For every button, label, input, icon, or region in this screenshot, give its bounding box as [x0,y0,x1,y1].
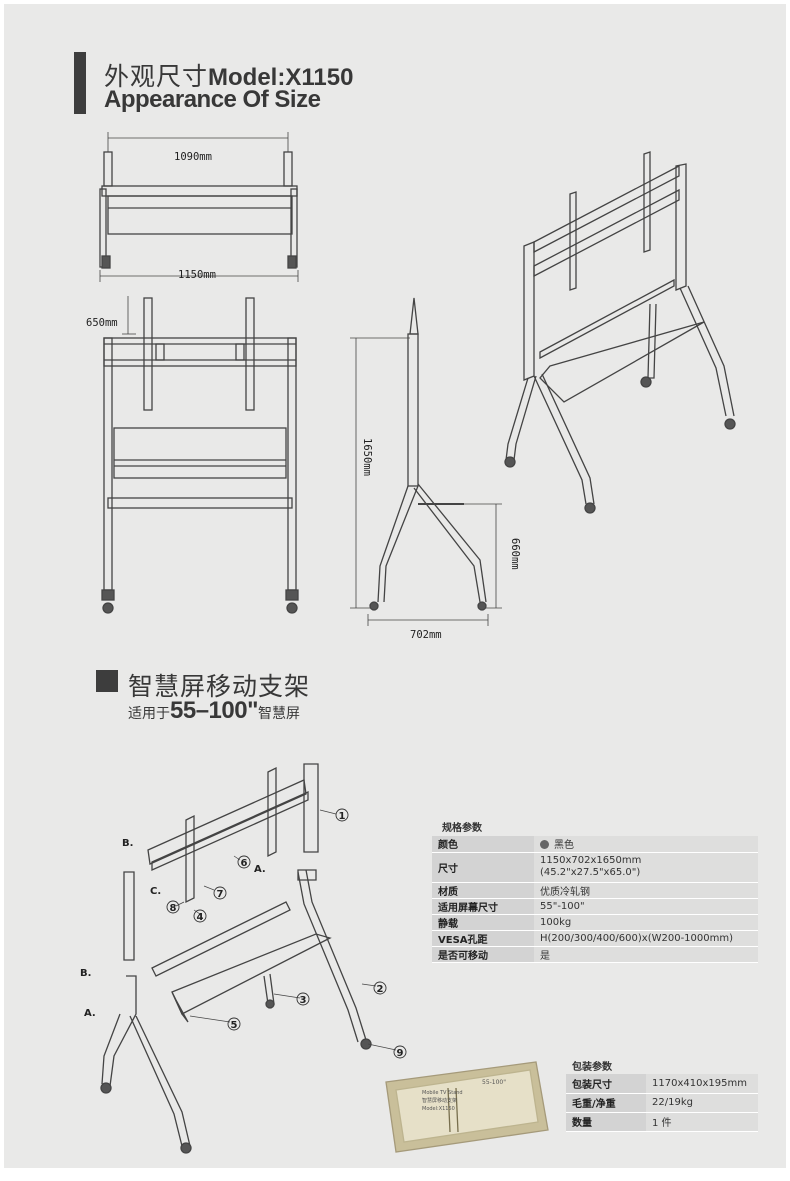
box-text: Mobile TV Stand [422,1090,463,1096]
package-title: 包装参数 [572,1062,612,1073]
part-number: 8 [170,903,177,914]
top-view-drawing [99,132,299,282]
product-name: 智慧屏移动支架 [128,672,311,701]
header-title-cn: 外观尺寸Model:X1150 [104,62,354,91]
dim-base-depth: 702mm [410,629,442,641]
product-sheet: 外观尺寸Model:X1150 Appearance Of Size [4,4,786,1168]
part-label-c: C. [150,886,161,897]
box-text: 智慧屏移动支架 [422,1097,457,1104]
box-text: Model:X1150 [422,1106,455,1112]
header-title-en: Appearance Of Size [104,86,321,113]
part-number: 9 [397,1048,404,1059]
table-row: 颜色黑色 [432,836,758,853]
part-callouts: 1 2 3 4 5 6 7 8 9 [166,808,407,1059]
part-label-a: A. [254,864,266,875]
part-number: 3 [300,995,307,1006]
product-accent-bar [96,670,118,692]
part-number: 2 [377,984,384,995]
technical-drawings: 1090mm 1150mm 650mm 1650mm 660mm 702mm 1… [80,132,736,1154]
dim-base-width: 1150mm [178,269,216,281]
part-label-a: A. [84,1008,96,1019]
part-number: 5 [231,1020,238,1031]
table-row: 是否可移动是 [432,946,758,963]
exploded-view-drawing [100,763,397,1154]
dim-depth-top: 650mm [86,317,118,329]
part-number: 4 [197,912,204,923]
dim-top-width: 1090mm [174,151,212,163]
part-number: 6 [241,858,248,869]
table-row: 材质优质冷轧钢 [432,882,758,899]
header-accent-bar [74,52,86,114]
color-swatch [540,840,549,850]
side-view-drawing [350,297,502,626]
part-label-b: B. [80,968,91,979]
front-view-drawing [101,296,299,614]
product-subtitle: 适用于55–100"智慧屏 [128,697,300,724]
dim-height: 1650mm [361,438,373,476]
perspective-view-drawing [504,151,736,514]
box-text: 55-100" [482,1079,506,1086]
spec-title: 规格参数 [442,823,482,834]
dim-shelf-height: 660mm [509,538,521,570]
part-number: 7 [217,889,224,900]
part-number: 1 [339,811,346,822]
part-label-b: B. [122,838,133,849]
package-box-image [385,1061,549,1153]
